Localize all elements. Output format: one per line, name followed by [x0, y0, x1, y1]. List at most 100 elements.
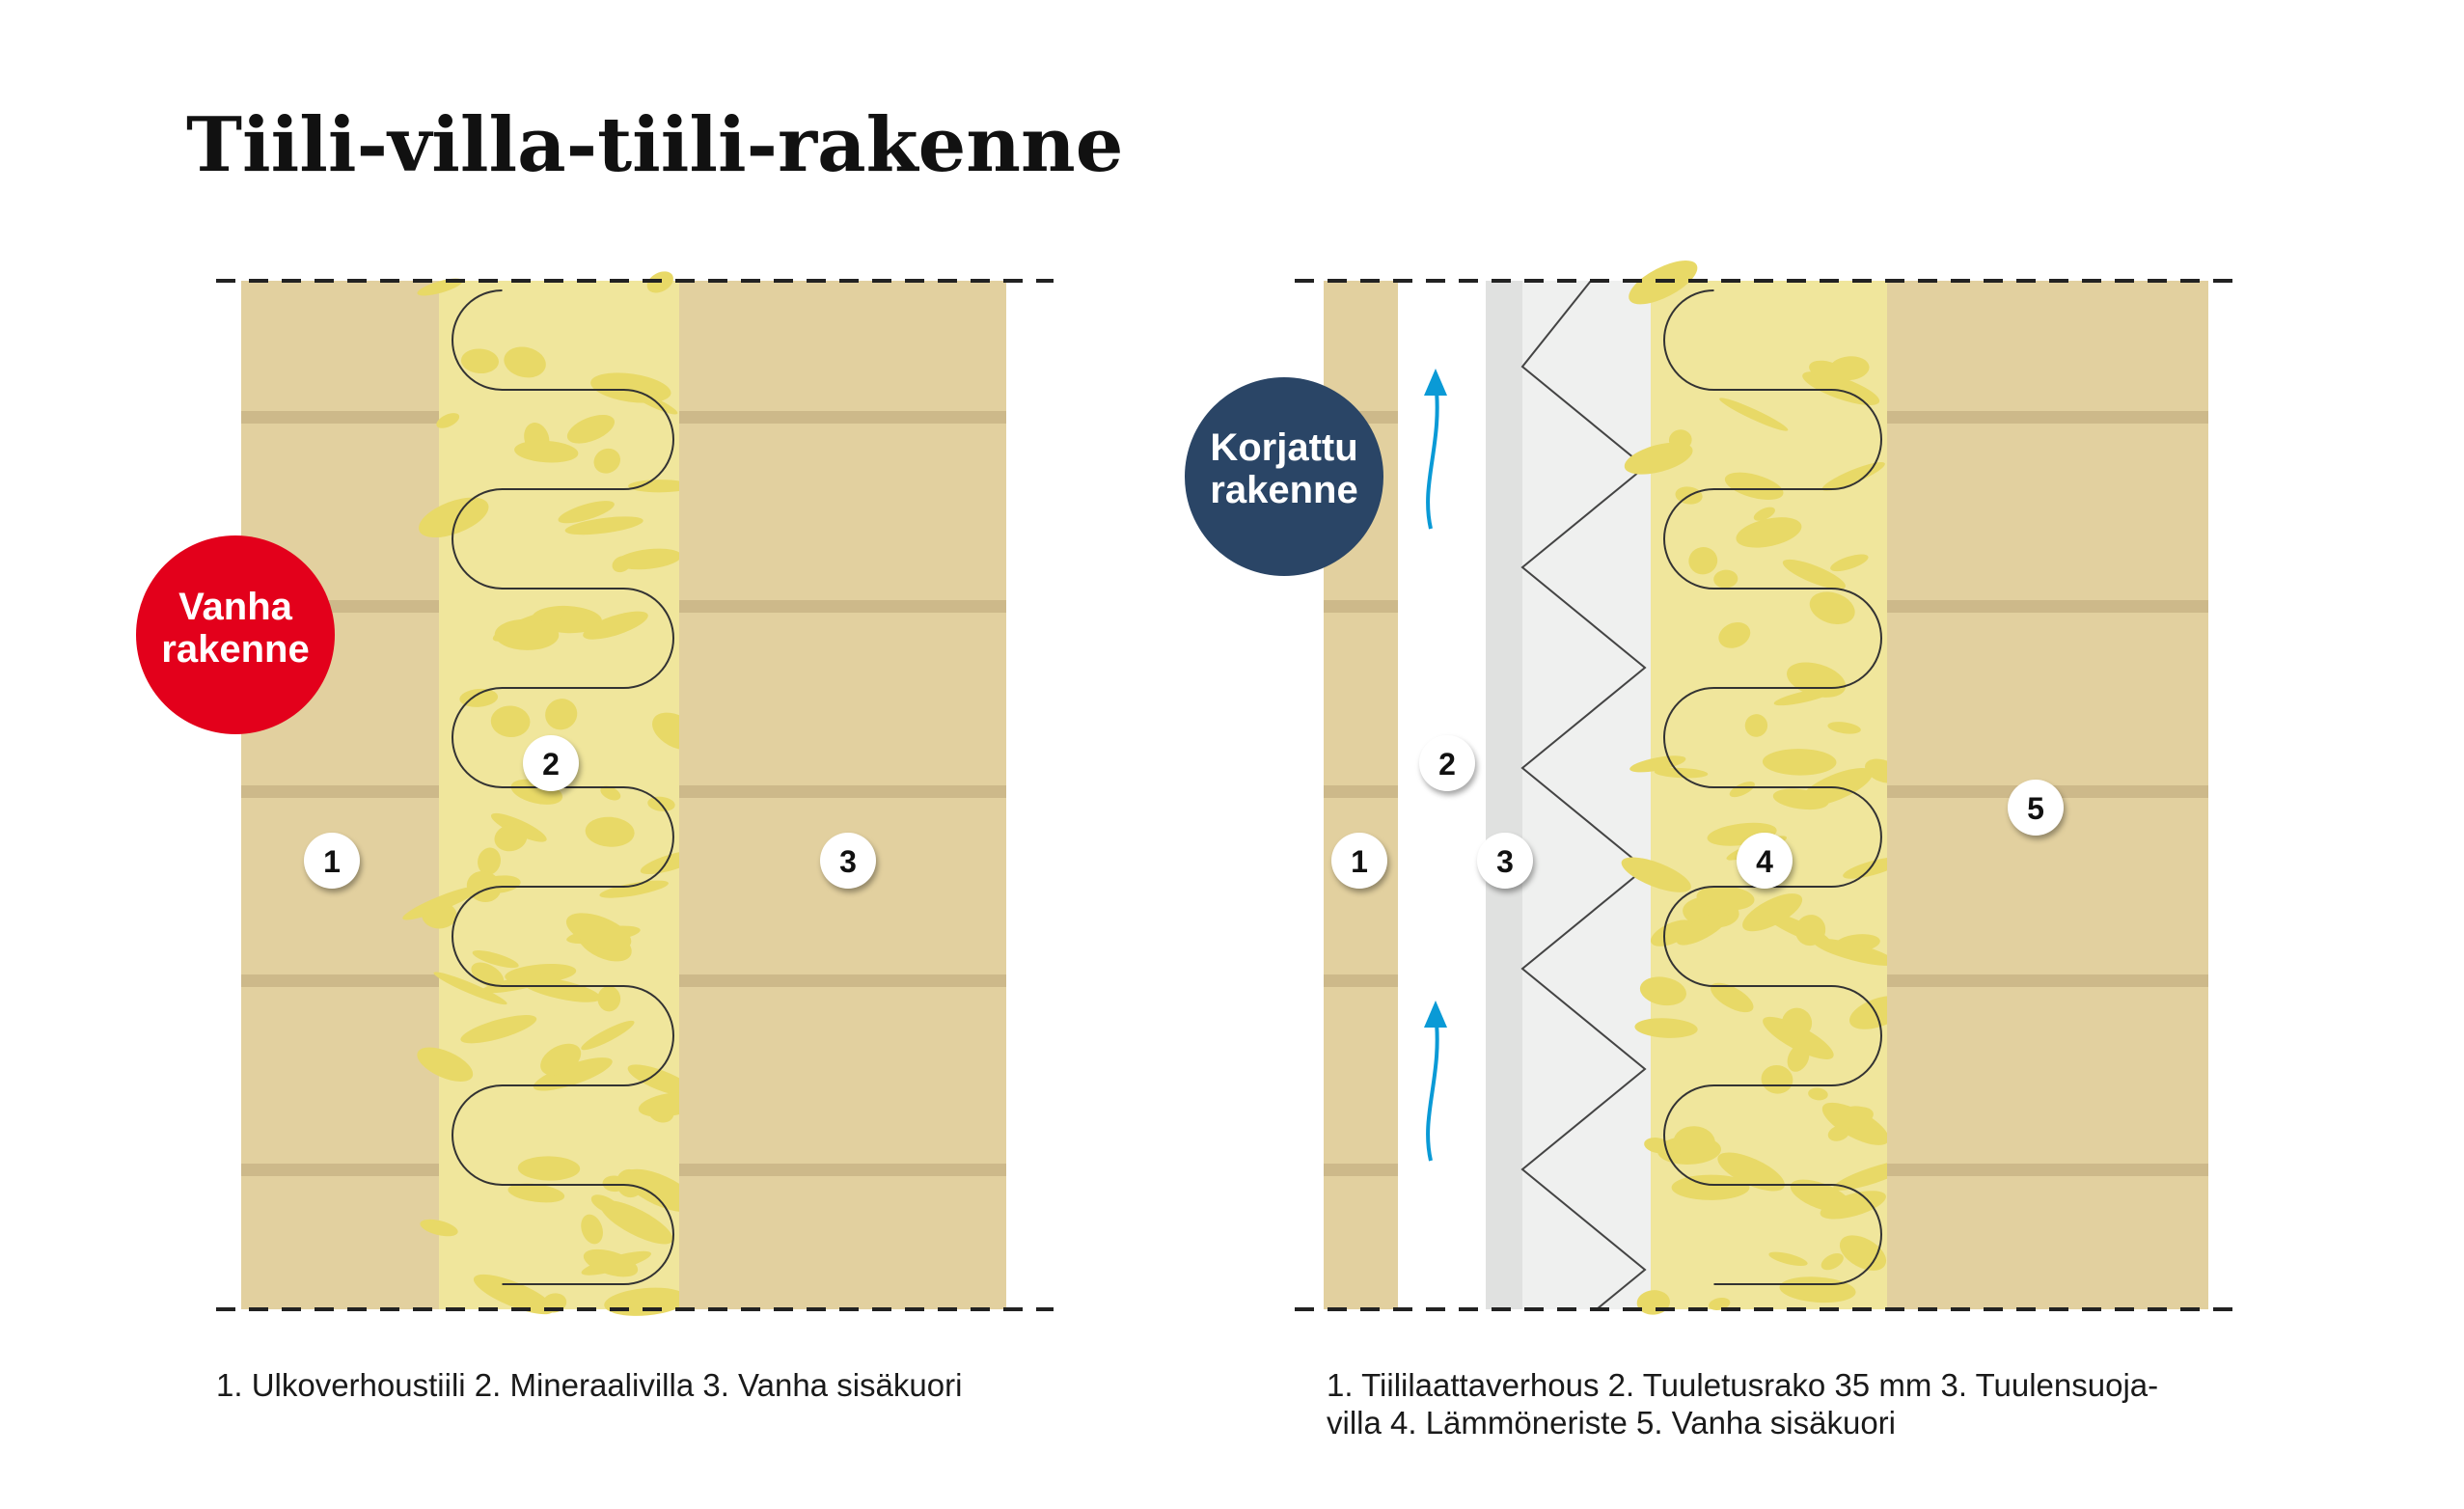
mortar-joint: [679, 785, 1006, 798]
wool-fiber: [1621, 857, 1691, 892]
wool-fiber: [590, 372, 671, 403]
svg-text:3: 3: [1496, 844, 1514, 879]
wool-fiber: [473, 1274, 555, 1315]
wool-fiber: [1736, 517, 1802, 548]
wool-fiber: [478, 847, 501, 875]
marker-old-3: 3: [820, 833, 876, 889]
wool-fiber: [1629, 755, 1686, 773]
wool-fiber: [1813, 938, 1897, 966]
wool-fiber: [1713, 569, 1738, 589]
old-structure-badge: Vanha rakenne: [136, 535, 335, 734]
wool-fiber: [481, 973, 560, 994]
new-caption-line-1: 1. Tiililaattaverhous 2. Tuuletusrako 35…: [1327, 1367, 2158, 1403]
wool-fiber: [600, 785, 621, 801]
wool-fiber: [1821, 1253, 1844, 1271]
new-caption-line-2: villa 4. Lämmöneriste 5. Vanha sisäkuori: [1327, 1405, 1896, 1440]
wool-fiber: [590, 1194, 620, 1215]
marker-old-1: 1: [304, 833, 360, 889]
wool-fiber: [517, 1156, 581, 1181]
mortar-joint: [1887, 974, 2208, 987]
wool-fiber: [583, 1248, 639, 1277]
wool-fiber: [565, 913, 632, 950]
wool-fiber: [533, 1057, 613, 1091]
wool-fiber: [417, 278, 463, 296]
wool-fiber: [1650, 919, 1694, 947]
wool-fiber: [1671, 1174, 1750, 1200]
arrowhead-icon: [1424, 1001, 1447, 1028]
mortar-joint: [241, 411, 439, 424]
wool-fiber: [460, 1015, 537, 1044]
wool-fiber: [1790, 1179, 1852, 1213]
wool-fiber: [566, 414, 616, 444]
mortar-joint: [679, 1164, 1006, 1176]
wool-fiber: [418, 497, 489, 538]
wool-fiber: [402, 886, 480, 920]
wool-fiber: [583, 611, 648, 640]
wool-fiber: [1709, 1297, 1731, 1311]
page-title: Tiili-villa-tiili-rakenne: [186, 101, 1123, 189]
wool-fiber: [558, 501, 615, 524]
marker-new-5: 5: [2008, 780, 2064, 836]
wool-fiber: [1718, 621, 1751, 648]
wool-fiber: [460, 348, 499, 374]
badge-line: rakenne: [161, 628, 309, 671]
wool-fiber: [1742, 893, 1803, 932]
svg-text:1: 1: [1351, 844, 1368, 879]
svg-text:4: 4: [1756, 844, 1773, 879]
wool-fiber: [472, 950, 519, 969]
wool-fiber: [1761, 1064, 1793, 1094]
wool-fiber: [507, 1183, 565, 1203]
badge-line: rakenne: [1210, 469, 1357, 511]
mortar-joint: [241, 974, 439, 987]
mortar-joint: [1324, 785, 1398, 798]
wool-fiber: [1839, 1235, 1887, 1271]
wool-fiber: [436, 413, 460, 428]
wool-fiber: [1787, 1044, 1810, 1072]
marker-new-3: 3: [1477, 833, 1533, 889]
mortar-joint: [1887, 411, 2208, 424]
wool-fiber: [1711, 982, 1754, 1013]
wool-fiber: [1827, 722, 1861, 734]
wool-fold-line: [1663, 289, 1882, 1285]
wool-fiber: [1624, 442, 1693, 475]
wool-fiber: [628, 480, 692, 493]
wool-fiber: [420, 1219, 458, 1237]
wool-fiber: [627, 1064, 695, 1097]
mortar-joint: [679, 974, 1006, 987]
wool-fiber: [1802, 371, 1880, 405]
mortar-joint: [679, 600, 1006, 613]
wool-fiber: [1809, 591, 1855, 625]
svg-text:1: 1: [323, 844, 341, 879]
wool-fiber: [1753, 507, 1775, 521]
mortar-joint: [241, 785, 439, 798]
wool-fold-line: [452, 289, 674, 1285]
airflow-arrow-icon: [1426, 380, 1439, 530]
mortar-joint: [241, 1164, 439, 1176]
wool-fiber: [1676, 912, 1729, 946]
svg-text:2: 2: [1438, 747, 1456, 782]
airflow-arrow-icon: [1426, 1012, 1439, 1162]
wind-barrier-zigzag: [1520, 281, 1647, 1309]
mortar-joint: [1324, 600, 1398, 613]
wool-fiber: [597, 985, 621, 1012]
wool-fiber: [1768, 1251, 1808, 1267]
wool-fiber: [1729, 782, 1755, 798]
wool-fiber: [1717, 1152, 1785, 1192]
mortar-joint: [1324, 974, 1398, 987]
wool-fiber: [1696, 886, 1755, 911]
wool-fiber: [1827, 1125, 1850, 1141]
wool-fiber: [490, 705, 531, 738]
wool-fiber: [545, 699, 578, 730]
wool-fiber: [1719, 398, 1789, 431]
wool-fiber: [1809, 360, 1848, 382]
wool-fiber: [1782, 559, 1846, 590]
wool-fiber: [599, 880, 669, 898]
wool-fiber: [585, 816, 635, 847]
wool-fiber: [616, 548, 682, 570]
wool-fiber: [1781, 1007, 1813, 1038]
wool-fiber: [514, 440, 579, 463]
svg-text:3: 3: [839, 844, 857, 879]
wool-fiber: [494, 824, 528, 852]
mortar-joint: [1324, 1164, 1398, 1176]
